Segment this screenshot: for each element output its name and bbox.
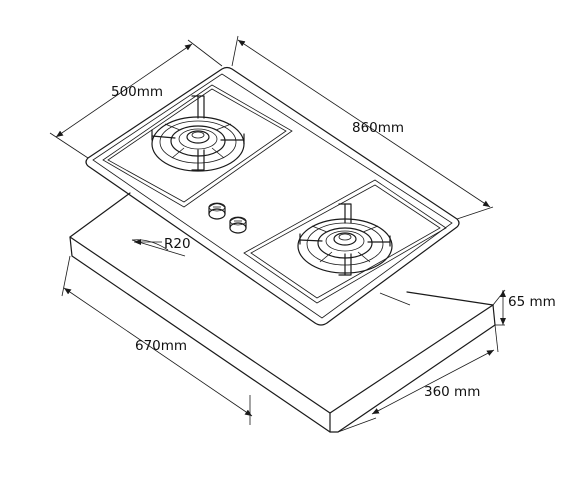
dimension-360mm [337, 324, 499, 433]
label-670mm: 670mm [135, 338, 187, 354]
label-65mm: 65 mm [508, 294, 556, 310]
left-knob-icon [208, 202, 226, 220]
label-500mm: 500mm [111, 84, 163, 100]
label-360mm: 360 mm [424, 384, 480, 400]
right-knob-icon [229, 216, 247, 234]
label-860mm: 860mm [352, 120, 404, 136]
dimension-500mm [49, 39, 223, 159]
right-burner-icon [297, 203, 393, 276]
dimension-860mm [231, 35, 494, 220]
right-burner-zone [243, 179, 447, 304]
label-r20: R20 [164, 236, 191, 252]
dimension-670mm [61, 255, 253, 425]
dimension-65mm [492, 289, 506, 326]
left-burner-icon [151, 95, 245, 172]
